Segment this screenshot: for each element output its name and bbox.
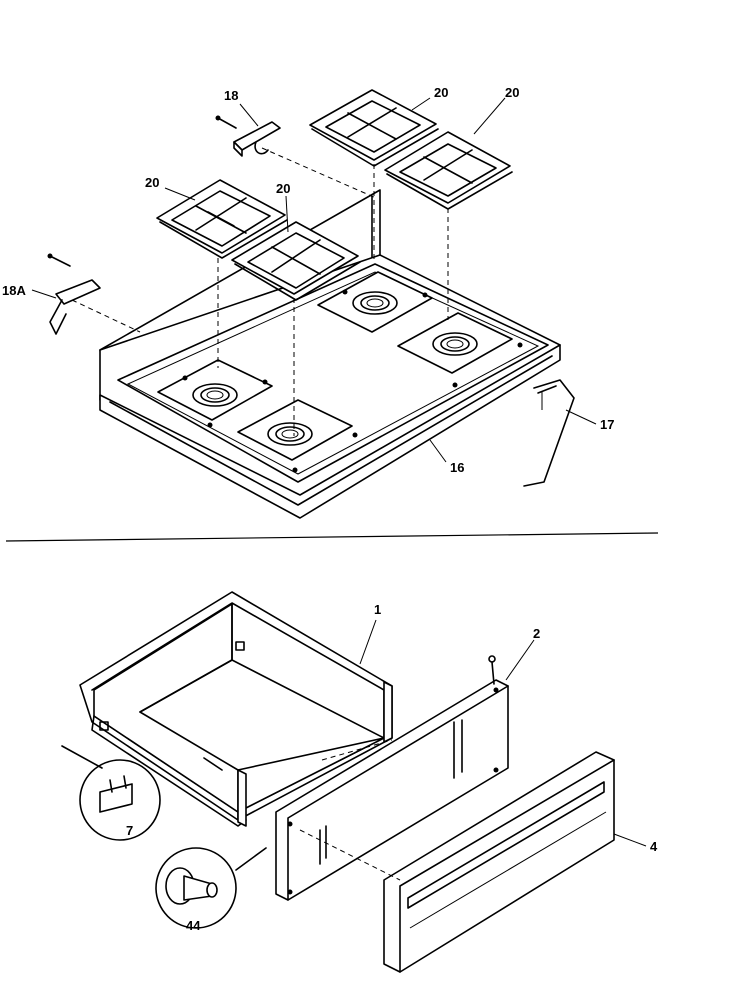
label-18a: 18A xyxy=(2,283,26,298)
label-16: 16 xyxy=(450,460,464,475)
cooktop-assembly: 18 20 20 20 20 18A 16 17 xyxy=(2,85,614,519)
label-20-c: 20 xyxy=(145,175,159,190)
grate-right-front xyxy=(384,131,513,210)
grate-right-rear xyxy=(309,89,439,167)
main-top-part-16 xyxy=(99,189,561,519)
label-2: 2 xyxy=(533,626,540,641)
label-4: 4 xyxy=(650,839,658,854)
bracket-18a xyxy=(47,253,101,335)
grate-left-rear xyxy=(156,179,288,259)
drawer-body-part-1 xyxy=(79,591,393,827)
grate-left-front xyxy=(231,221,361,301)
detail-circle-part-7 xyxy=(61,745,161,841)
label-1: 1 xyxy=(374,602,381,617)
label-17: 17 xyxy=(600,417,614,432)
drawer-panel-part-2 xyxy=(275,655,509,901)
drawer-front-part-4 xyxy=(383,751,615,973)
label-20-d: 20 xyxy=(276,181,290,196)
bracket-18 xyxy=(215,115,281,157)
label-20-b: 20 xyxy=(505,85,519,100)
label-44: 44 xyxy=(186,918,201,933)
detail-circle-part-44 xyxy=(155,847,267,929)
label-20-a: 20 xyxy=(434,85,448,100)
drawer-assembly: 1 2 4 7 44 xyxy=(61,591,658,973)
label-18: 18 xyxy=(224,88,238,103)
label-7: 7 xyxy=(126,823,133,838)
wire-17 xyxy=(523,379,575,487)
section-divider xyxy=(5,532,659,542)
